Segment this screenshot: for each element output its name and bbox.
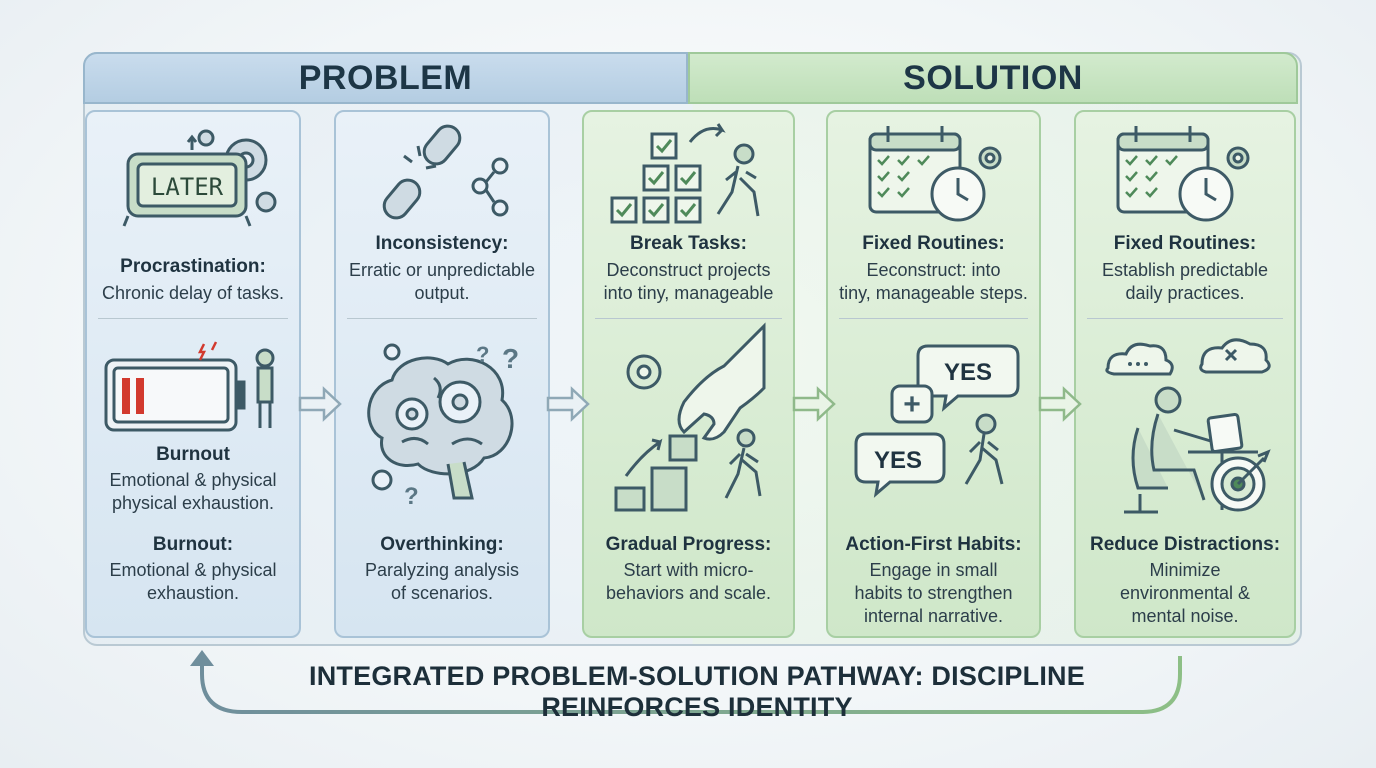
gradual-progress-title: Gradual Progress: — [605, 534, 772, 555]
reduce-distractions-text: Minimize environmental & mental noise. — [1119, 560, 1251, 626]
fixed-routines-title-2: Fixed Routines: — [1113, 233, 1257, 254]
hand-blocks-icon — [614, 322, 766, 512]
fixed-routines-title-1: Fixed Routines: — [862, 233, 1005, 254]
focused-desk-icon — [1105, 338, 1271, 514]
arrow-right-icon — [298, 386, 342, 422]
loop-arrow-icon — [190, 650, 1182, 714]
divider — [1087, 318, 1283, 319]
burnout-text-2: Emotional & physical exhaustion. — [109, 560, 277, 603]
break-tasks-title: Break Tasks: — [630, 233, 747, 254]
action-first-text: Engage in small habits to strengthen int… — [854, 560, 1013, 626]
checkbox-stairs-icon — [610, 123, 760, 224]
arrow-right-icon — [546, 386, 590, 422]
fixed-routines-text-2: Establish predictable daily practices. — [1101, 260, 1269, 303]
pathway-caption: INTEGRATED PROBLEM-SOLUTION PATHWAY: DIS… — [309, 661, 1085, 722]
plus-label: + — [903, 388, 921, 421]
arrow-right-icon — [792, 386, 836, 422]
fixed-routines-text-1: Eeconstruct: into tiny, manageable steps… — [839, 260, 1028, 303]
broken-chain-icon — [382, 124, 509, 220]
gradual-progress-text: Start with micro- behaviors and scale. — [605, 560, 772, 603]
low-battery-icon — [104, 341, 275, 432]
break-tasks-text: Deconstruct projects into tiny, manageab… — [603, 260, 774, 303]
calendar-clock-icon — [1116, 126, 1250, 222]
brain-gears-icon: ? ? ? — [367, 342, 519, 510]
yes-label-2: YES — [874, 447, 922, 474]
overthinking-text: Paralyzing analysis of scenarios. — [364, 560, 520, 603]
later-label: LATER — [151, 173, 224, 201]
yes-bubbles-icon: YES + YES — [854, 344, 1020, 498]
procrastination-text: Chronic delay of tasks. — [101, 283, 285, 303]
divider — [347, 318, 537, 319]
yes-label-1: YES — [944, 359, 992, 386]
svg-text:?: ? — [476, 342, 489, 367]
problem-header: PROBLEM — [83, 52, 688, 104]
reduce-distractions-title: Reduce Distractions: — [1089, 534, 1281, 555]
burnout-title: Burnout — [156, 444, 230, 465]
overthinking-title: Overthinking: — [380, 534, 504, 555]
calendar-clock-icon — [868, 126, 1002, 222]
later-clock-icon: LATER — [122, 129, 277, 227]
burnout-title-2: Burnout: — [152, 534, 234, 555]
procrastination-title: Procrastination: — [120, 256, 266, 277]
inconsistency-title: Inconsistency: — [375, 233, 509, 254]
svg-text:?: ? — [404, 483, 419, 510]
action-first-title: Action-First Habits: — [845, 534, 1022, 555]
burnout-text: Emotional & physical physical exhaustion… — [109, 470, 277, 513]
divider — [595, 318, 782, 319]
divider — [839, 318, 1028, 319]
solution-header: SOLUTION — [688, 52, 1298, 104]
divider — [98, 318, 288, 319]
svg-text:?: ? — [502, 343, 519, 374]
arrow-right-icon — [1038, 386, 1082, 422]
inconsistency-text: Erratic or unpredictable output. — [348, 260, 536, 303]
